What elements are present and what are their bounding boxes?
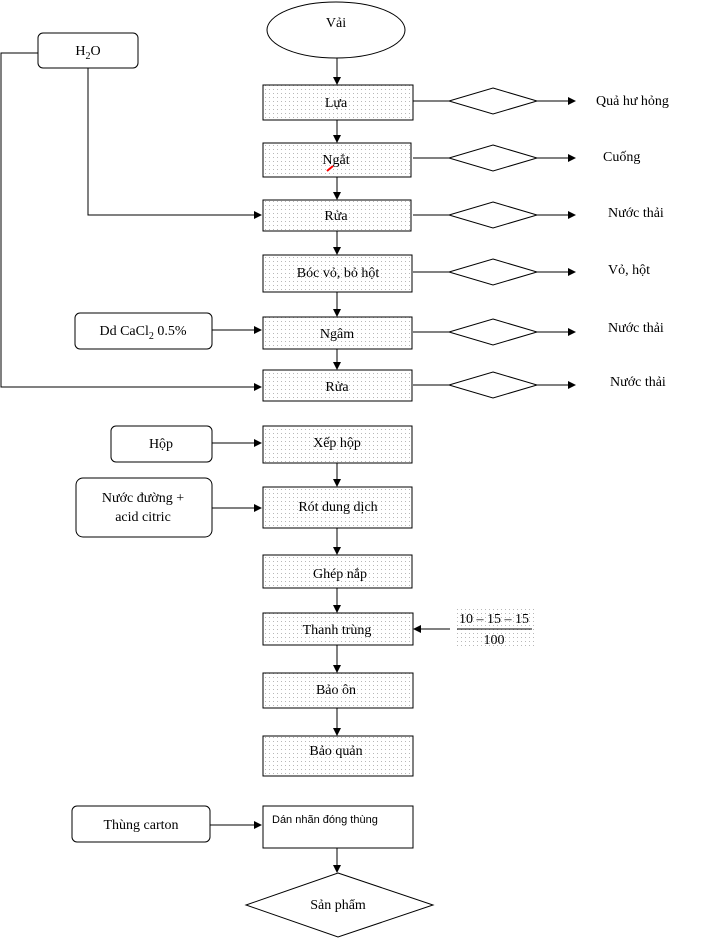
step-13: Dán nhãn đóng thùng (262, 805, 414, 849)
input-carton: Thùng carton (71, 805, 211, 843)
input-cacl2: Dd CaCl2 0.5% (74, 312, 213, 350)
water-label: H2O (75, 44, 100, 62)
step-label: Ngâm (320, 327, 354, 342)
output-label: Vỏ, hột (608, 263, 650, 278)
side-diamond (447, 201, 539, 229)
side-diamond (447, 87, 539, 115)
step-label: Rót dung dịch (298, 500, 377, 515)
sterilization-regime: 10 – 15 – 15 100 (454, 609, 534, 648)
step-11: Bảo ôn (262, 672, 414, 709)
input-water: H2O (37, 32, 139, 69)
connectors (0, 52, 576, 873)
carton-label: Thùng carton (103, 818, 178, 833)
step-8: Rót dung dịch (262, 486, 413, 529)
step-6: Rửa (262, 369, 413, 402)
output-label: Nước thải (608, 321, 664, 336)
output-label: Quả hư hỏng (596, 94, 669, 109)
step-label: Ngắt (322, 153, 349, 168)
output-label: Cuống (603, 150, 640, 165)
step-label: Bảo quản (309, 744, 362, 759)
step-9: Ghép nắp (262, 554, 413, 589)
step-label: Lựa (325, 96, 348, 111)
step-10: Thanh trùng (262, 612, 414, 646)
side-diamond (447, 144, 539, 172)
start-ellipse (266, 1, 406, 59)
step-label: Rửa (325, 380, 349, 395)
regime-numerator: 10 – 15 – 15 (459, 612, 529, 627)
syrup-label-line1: Nước đường + (102, 491, 184, 506)
step-5: Ngâm (262, 316, 413, 350)
cacl2-label: Dd CaCl2 0.5% (99, 324, 186, 342)
end-diamond: Sản phẩm (244, 872, 435, 938)
step-label: Ghép nắp (313, 567, 367, 582)
output-label: Nước thải (610, 375, 666, 390)
syrup-label-line2: acid citric (115, 510, 171, 525)
end-label: Sản phẩm (310, 898, 366, 913)
regime-denominator: 100 (484, 633, 505, 648)
step-label: Xếp hộp (313, 436, 361, 451)
step-label: Rửa (324, 209, 348, 224)
step-label: Bảo ôn (316, 683, 356, 698)
step-label: Thanh trùng (303, 623, 372, 638)
step-4: Bóc vỏ, bỏ hột (262, 254, 413, 293)
output-label: Nước thải (608, 206, 664, 221)
side-diamonds (447, 87, 539, 399)
step-2: Ngắt (262, 142, 412, 178)
step-label: Dán nhãn đóng thùng (272, 814, 378, 826)
red-mark (326, 165, 334, 172)
input-box: Hộp (110, 425, 213, 463)
side-diamond (447, 371, 539, 399)
input-syrup: Nước đường + acid citric (75, 477, 213, 538)
side-diamond (447, 258, 539, 286)
side-diamond (447, 318, 539, 346)
box-label: Hộp (149, 437, 173, 452)
step-label: Bóc vỏ, bỏ hột (297, 266, 380, 281)
step-3: Rửa (262, 199, 412, 232)
step-12: Bảo quản (262, 735, 414, 777)
step-7: Xếp hộp (262, 425, 413, 464)
step-1: Lựa (262, 84, 414, 121)
start-label: Vải (326, 16, 346, 31)
